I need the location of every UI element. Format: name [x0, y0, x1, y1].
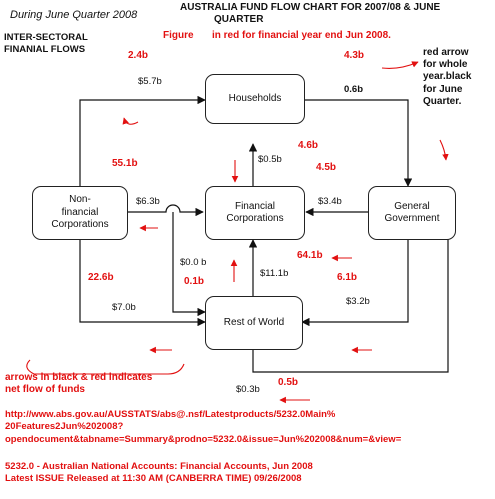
label-red-government-row: 6.1b: [337, 272, 358, 283]
source-url-line2[interactable]: 20Features2Jun%202008?: [5, 421, 124, 432]
red-arrow-households-left: [122, 117, 139, 125]
label-red-nfc-households: 2.4b: [128, 50, 149, 61]
label-black-fc-row: $0.0 b: [180, 257, 207, 268]
node-households[interactable]: Households: [205, 74, 305, 124]
figure-note: in red for financial year end Jun 2008.: [212, 30, 391, 41]
source-url-line3[interactable]: opendocument&tabname=Summary&prodno=5232…: [5, 434, 402, 445]
label-red-nfc-fc: 55.1b: [112, 158, 138, 169]
flow-note-line1: arrows in black & red indicates: [5, 372, 153, 383]
red-arrow-legend-note: red arrow for whole year.black for June …: [423, 47, 472, 107]
label-black-households-government: 0.6b: [344, 84, 364, 95]
release-line2: Latest ISSUE Released at 11:30 AM (CANBE…: [5, 473, 302, 484]
flow-note-line2: net flow of funds: [5, 384, 85, 395]
label-black-nfc-row: $7.0b: [112, 302, 136, 313]
label-black-row-government: $0.3b: [236, 384, 260, 395]
label-black-nfc-fc: $6.3b: [136, 196, 160, 207]
red-arrow-top-right: [381, 61, 419, 69]
period-label: During June Quarter 2008: [10, 9, 138, 21]
label-black-row-fc: $11.1b: [260, 268, 289, 279]
label-black-government-row: $3.2b: [346, 296, 370, 307]
label-black-nfc-households: $5.7b: [138, 76, 162, 87]
source-url-line1[interactable]: http://www.abs.gov.au/AUSSTATS/abs@.nsf/…: [5, 409, 336, 420]
label-red-row-fc: 0.1b: [184, 276, 205, 287]
label-red-fc-households-a: 4.6b: [298, 140, 319, 151]
node-financial-corporations[interactable]: Financial Corporations: [205, 186, 305, 240]
flow-line-nfc-row: [79, 240, 206, 327]
label-black-government-fc: $3.4b: [318, 196, 342, 207]
chart-title-line1: AUSTRALIA FUND FLOW CHART FOR 2007/08 & …: [180, 2, 441, 13]
flow-line-nfc-households: [79, 95, 206, 186]
flow-line-government-row: [301, 240, 409, 327]
label-red-nfc-row: 22.6b: [88, 272, 114, 283]
figure-word: Figure: [163, 30, 194, 41]
chart-title-line2: QUARTER: [214, 14, 264, 25]
node-general-government[interactable]: General Government: [368, 186, 456, 240]
label-black-fc-households: $0.5b: [258, 154, 282, 165]
label-red-fc-households-b: 4.5b: [316, 162, 337, 173]
node-non-financial-corporations[interactable]: Non- financial Corporations: [32, 186, 128, 240]
red-bracket-note: [26, 359, 185, 375]
label-red-households-government: 4.3b: [344, 50, 365, 61]
subtitle-line2: FINANIAL FLOWS: [4, 44, 86, 55]
subtitle-line1: INTER-SECTORAL: [4, 32, 88, 43]
node-rest-of-world[interactable]: Rest of World: [205, 296, 303, 350]
label-red-row-government: 0.5b: [278, 377, 299, 388]
flow-line-nfc-fc: [128, 204, 204, 217]
label-red-government-fc: 64.1b: [297, 250, 323, 261]
release-line1: 5232.0 - Australian National Accounts: F…: [5, 461, 313, 472]
red-arrow-right-side: [439, 139, 449, 161]
flow-line-fc-row: [172, 212, 206, 317]
flow-line-households-government: [305, 99, 413, 187]
